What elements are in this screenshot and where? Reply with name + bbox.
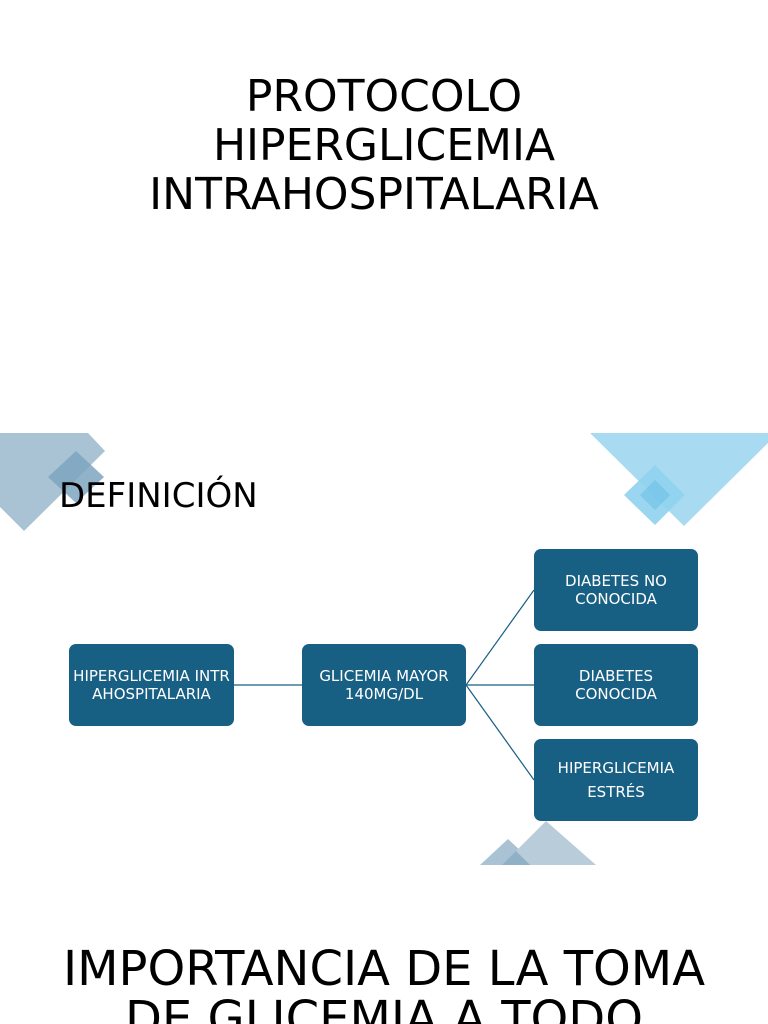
importance-heading: IMPORTANCIA DE LA TOMA DE GLICEMIA A TOD… [0,944,768,1024]
deco-triangle-bottom-large [502,821,596,865]
diagram-node-branch-3: HIPERGLICEMIA ESTRÉS [534,739,698,821]
decorative-triangles [0,433,768,865]
deco-diamond-top-left [48,451,104,503]
diagram-node-branch-2-label: DIABETES CONOCIDA [575,667,657,703]
diagram-connectors [234,589,535,781]
deco-triangle-top-right [590,433,768,526]
title-line-3: INTRAHOSPITALARIA [149,169,599,220]
importance-line-1: IMPORTANCIA DE LA TOMA [62,941,706,997]
diagram-node-root: HIPERGLICEMIA INTRAHOSPITALARIA [69,644,234,726]
diagram-node-middle: GLICEMIA MAYOR 140MG/DL [302,644,466,726]
importance-line-2: DE GLICEMIA A TODO [124,991,644,1024]
slide-title-heading: PROTOCOLO HIPERGLICEMIA INTRAHOSPITALARI… [0,72,768,219]
slide-title: PROTOCOLO HIPERGLICEMIA INTRAHOSPITALARI… [0,0,768,432]
diagram-node-branch-3-label: HIPERGLICEMIA ESTRÉS [557,759,675,801]
diagram-node-root-label: HIPERGLICEMIA INTRAHOSPITALARIA [73,667,230,703]
diagram-node-branch-1: DIABETES NO CONOCIDA [534,549,698,631]
connector-branch-1 [465,589,535,686]
deco-triangle-overlap [502,851,530,865]
title-line-2: HIPERGLICEMIA [212,120,556,171]
diagram-node-branch-2: DIABETES CONOCIDA [534,644,698,726]
connector-branch-3 [465,684,535,781]
diagram-node-branch-1-label: DIABETES NO CONOCIDA [565,572,667,608]
slide-importance: IMPORTANCIA DE LA TOMA DE GLICEMIA A TOD… [0,866,768,1024]
deco-diamond-inner [640,480,670,510]
definition-heading: DEFINICIÓN [59,476,258,516]
title-line-1: PROTOCOLO [245,71,523,122]
diagram-node-middle-label: GLICEMIA MAYOR 140MG/DL [319,667,449,703]
slide-definition: DEFINICIÓN HIPERGLICEMIA INTRAHOSPITALAR… [0,433,768,865]
